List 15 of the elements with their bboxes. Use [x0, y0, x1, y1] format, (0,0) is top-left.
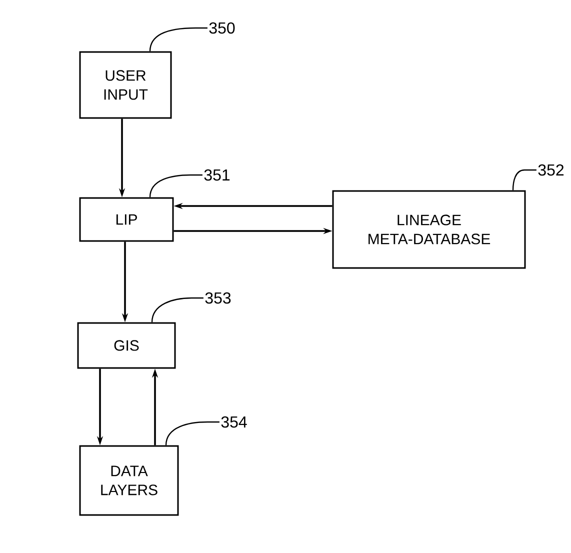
reference-number: 353 [205, 292, 231, 304]
leader-line [149, 27, 208, 52]
leader-line [149, 174, 202, 198]
reference-number: 354 [221, 416, 247, 428]
leader-line [165, 421, 220, 446]
process-box: DATA LAYERS [79, 445, 179, 516]
leader-line [512, 169, 536, 190]
leader-line [151, 297, 204, 322]
reference-number: 352 [538, 164, 564, 176]
process-box: LINEAGE META-DATABASE [332, 190, 526, 269]
process-box: GIS [77, 322, 176, 369]
process-box: USER INPUT [79, 51, 172, 119]
process-box: LIP [79, 197, 174, 242]
reference-number: 351 [204, 169, 230, 181]
reference-number: 350 [209, 22, 235, 34]
